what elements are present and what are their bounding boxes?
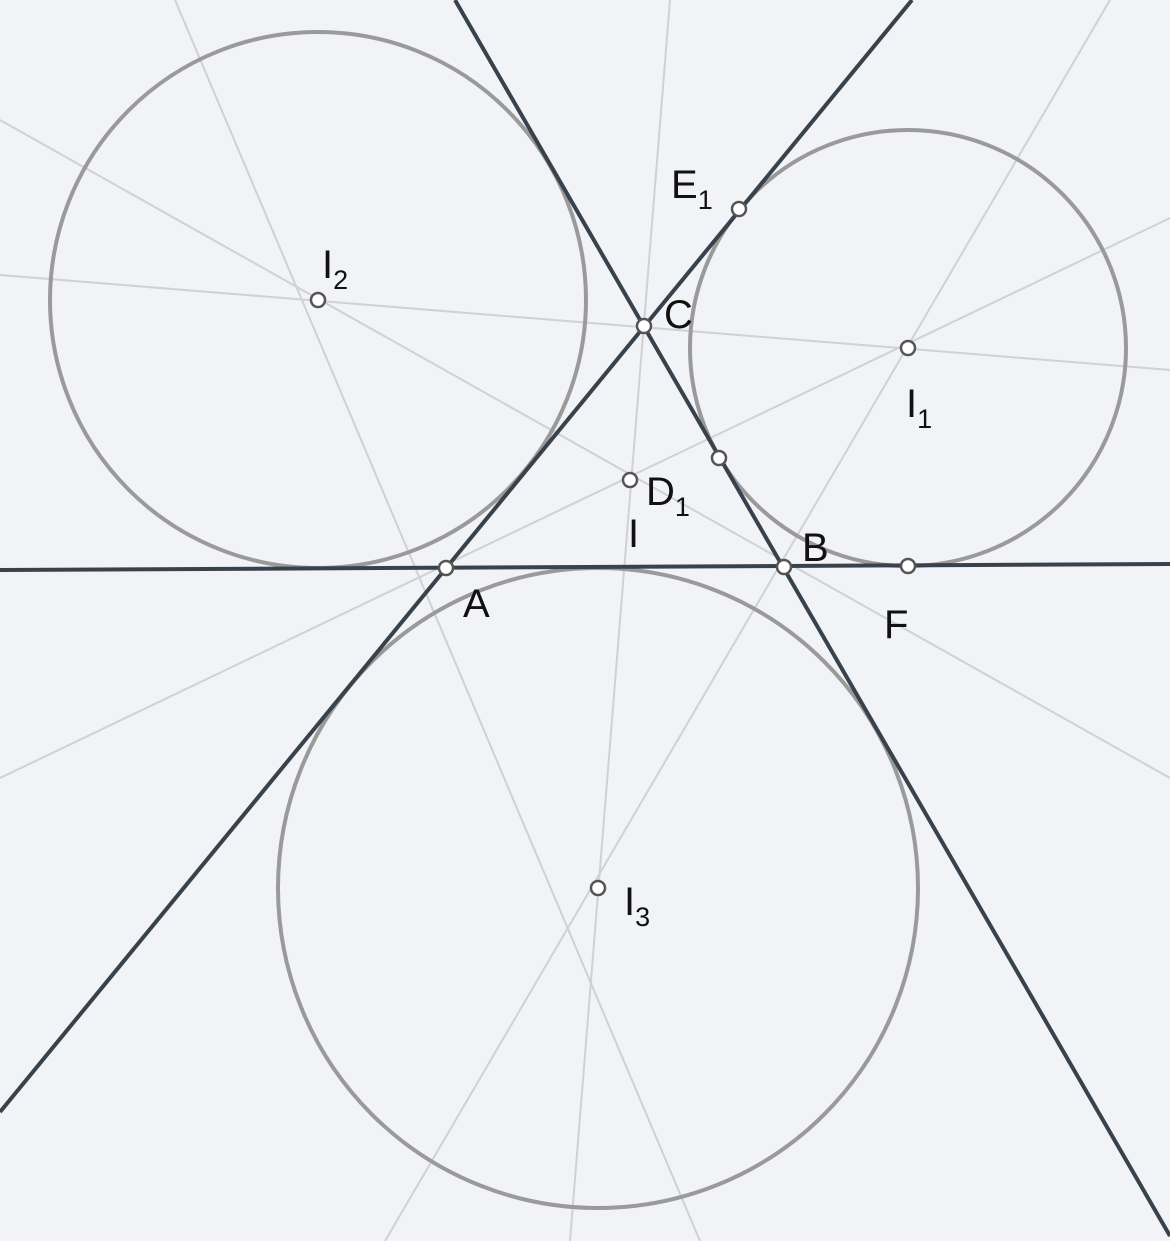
points bbox=[309, 200, 917, 897]
label-i1: I1 bbox=[906, 382, 932, 434]
line-ab bbox=[0, 562, 1170, 572]
construction-line-c-i3 bbox=[569, 0, 671, 1241]
construction-line-b-i2 bbox=[0, 119, 1170, 779]
point-b[interactable] bbox=[775, 558, 793, 576]
label-d1: D1 bbox=[646, 470, 690, 522]
label-b: B bbox=[802, 526, 829, 570]
point-labels: I2 E1 C I1 D1 I B A F I3 bbox=[322, 163, 932, 932]
point-a[interactable] bbox=[437, 559, 455, 577]
label-c: C bbox=[664, 293, 693, 337]
label-f: F bbox=[884, 603, 908, 647]
label-i3: I3 bbox=[624, 880, 650, 932]
point-c[interactable] bbox=[635, 317, 653, 335]
label-i: I bbox=[628, 512, 639, 556]
label-a: A bbox=[463, 582, 490, 626]
point-i2[interactable] bbox=[309, 291, 327, 309]
construction-line-i2-i3 bbox=[174, 0, 701, 1241]
construction-line-a-i1 bbox=[0, 217, 1170, 779]
line-bc bbox=[453, 0, 1170, 1238]
point-i1[interactable] bbox=[899, 339, 917, 357]
point-e1[interactable] bbox=[730, 200, 748, 218]
point-i3[interactable] bbox=[589, 879, 607, 897]
point-f[interactable] bbox=[899, 557, 917, 575]
label-i2: I2 bbox=[322, 243, 348, 295]
label-e1: E1 bbox=[671, 163, 713, 215]
point-d1[interactable] bbox=[710, 449, 728, 467]
point-i[interactable] bbox=[621, 471, 639, 489]
construction-line-i1-i3 bbox=[384, 0, 1111, 1241]
line-ac bbox=[0, 0, 914, 1114]
